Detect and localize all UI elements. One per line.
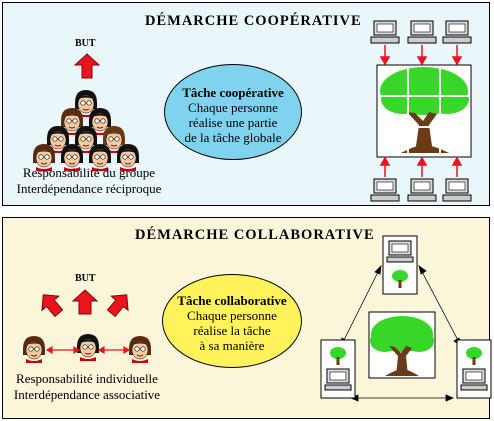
collaborative-goal-label: BUT [75, 273, 96, 284]
computer-icon [407, 20, 437, 44]
task-line: à sa manière [199, 338, 265, 353]
computer-icon [407, 178, 437, 202]
task-line: de la tâche globale [184, 130, 282, 145]
goal-arrows-icon [41, 289, 129, 318]
person-icon [33, 144, 55, 171]
computer-icon [370, 20, 400, 44]
collaboration-network-diagram [320, 235, 492, 402]
person-icon [75, 90, 97, 117]
person-icon [47, 126, 69, 153]
task-line: Chaque personne [188, 100, 278, 115]
person-icon [77, 334, 99, 361]
person-icon [75, 126, 97, 153]
person-icon [89, 144, 111, 171]
caption-line: Responsabilité du groupe [22, 165, 156, 180]
collaborative-panel: DÉMARCHE COLLABORATIVE BUT Responsabilit… [2, 217, 492, 419]
collaborative-task-ellipse: Tâche collaborative Chaque personne réal… [162, 274, 302, 368]
caption-line: Responsabilité individuelle [16, 371, 158, 386]
caption-line: Interdépendance associative [13, 387, 161, 402]
person-icon [23, 336, 45, 363]
task-line: réalise une partie [188, 115, 278, 130]
interaction-arrows-icon [45, 345, 131, 355]
puzzle-tree-diagram [370, 20, 472, 202]
goal-arrow-icon [73, 53, 101, 79]
person-icon [117, 144, 139, 171]
computer-icon [442, 178, 472, 202]
collaborative-task-title: Tâche collaborative [177, 293, 287, 308]
cooperative-title: DÉMARCHE COOPÉRATIVE [145, 13, 362, 29]
computer-icon [370, 178, 400, 202]
person-icon [61, 144, 83, 171]
caption-line: Interdépendance réciproque [16, 181, 162, 196]
task-line: Chaque personne [187, 308, 277, 323]
task-line: réalise la tâche [193, 323, 271, 338]
cooperative-task-title: Tâche coopérative [182, 85, 284, 100]
collaborative-caption: Responsabilité individuelle Interdépenda… [9, 371, 165, 403]
cooperative-caption: Responsabilité du groupe Interdépendance… [15, 165, 163, 197]
cooperative-task-ellipse: Tâche coopérative Chaque personne réalis… [164, 64, 302, 160]
cooperative-goal-label: BUT [75, 38, 96, 49]
person-icon [129, 336, 151, 363]
cooperative-panel: DÉMARCHE COOPÉRATIVE BUT Responsabilité … [2, 2, 490, 206]
person-icon [89, 108, 111, 135]
computer-icon [442, 20, 472, 44]
collaborative-title: DÉMARCHE COLLABORATIVE [135, 227, 375, 243]
